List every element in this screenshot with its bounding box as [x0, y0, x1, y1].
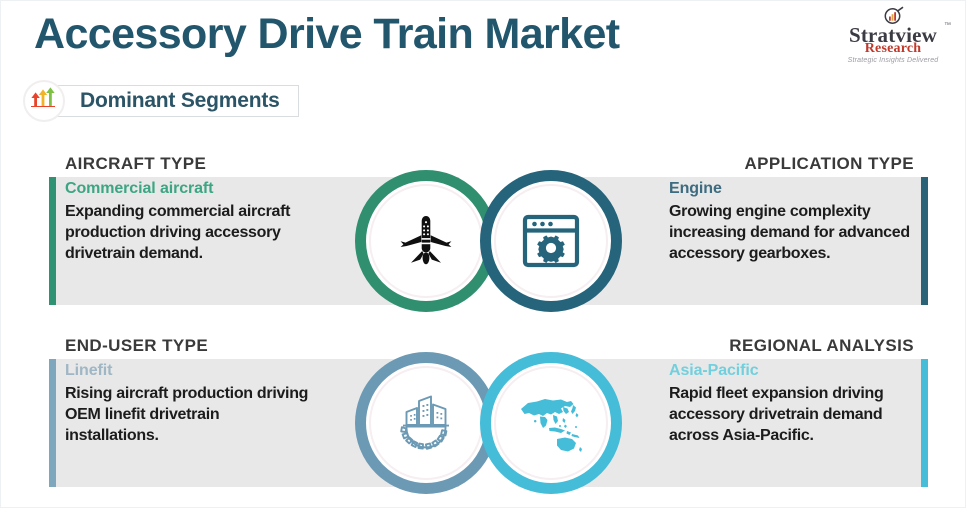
growth-arrows-icon — [30, 87, 58, 112]
segment-icon-inner — [369, 184, 483, 298]
segment-description: Growing engine complexity increasing dem… — [669, 203, 910, 263]
segment-card-regional-analysis[interactable]: REGIONAL ANALYSIS Asia-Pacific Rapid fle… — [480, 336, 941, 494]
segment-icon-wrap — [480, 170, 622, 312]
badge-icon-circle — [23, 80, 65, 122]
segment-icon-wrap — [355, 352, 497, 494]
segment-text: Engine Growing engine complexity increas… — [669, 180, 914, 264]
factory-gear-icon — [393, 392, 459, 454]
segment-icon-inner — [494, 184, 608, 298]
segment-subtitle: Linefit — [65, 362, 113, 379]
logo-subname: Research — [864, 41, 922, 56]
page-title: Accessory Drive Train Market — [34, 10, 620, 58]
segment-text: Commercial aircraft Expanding commercial… — [65, 180, 310, 264]
dominant-segments-badge: Dominant Segments — [23, 80, 299, 122]
segments-grid: AIRCRAFT TYPE Commercial aircraft Expand… — [1, 146, 966, 496]
badge-box: Dominant Segments — [55, 85, 299, 117]
segment-text: Linefit Rising aircraft production drivi… — [65, 362, 310, 446]
logo-name: Stratview — [848, 23, 938, 47]
browser-gear-icon — [521, 213, 581, 269]
logo-trademark: ™ — [944, 22, 951, 29]
segment-heading: END-USER TYPE — [65, 336, 209, 355]
segment-card-aircraft-type[interactable]: AIRCRAFT TYPE Commercial aircraft Expand… — [36, 154, 497, 312]
magnifier-bar-chart-icon — [883, 6, 905, 28]
segment-subtitle: Asia-Pacific — [669, 362, 759, 379]
segment-description: Rapid fleet expansion driving accessory … — [669, 385, 884, 445]
segment-subtitle: Commercial aircraft — [65, 180, 214, 197]
brand-logo: Stratview ™ Research Strategic Insights … — [829, 5, 957, 67]
segment-heading: REGIONAL ANALYSIS — [729, 336, 914, 355]
segment-subtitle: Engine — [669, 180, 722, 197]
segment-card-application-type[interactable]: APPLICATION TYPE Engine Growing engine c… — [480, 154, 941, 312]
segment-accent-bar — [49, 359, 56, 487]
logo-tagline: Strategic Insights Delivered — [847, 57, 939, 64]
segment-card-end-user-type[interactable]: END-USER TYPE Linefit Rising aircraft pr… — [36, 336, 497, 494]
segment-icon-inner — [494, 366, 608, 480]
header: Accessory Drive Train Market Stratview ™… — [1, 1, 966, 79]
badge-label: Dominant Segments — [80, 89, 280, 112]
segment-text: Asia-Pacific Rapid fleet expansion drivi… — [669, 362, 914, 446]
segment-description: Rising aircraft production driving OEM l… — [65, 385, 309, 445]
airplane-icon — [395, 210, 457, 272]
segment-accent-bar — [921, 359, 928, 487]
segment-accent-bar — [921, 177, 928, 305]
segment-icon-wrap — [480, 352, 622, 494]
segment-heading: APPLICATION TYPE — [744, 154, 914, 173]
segment-heading: AIRCRAFT TYPE — [65, 154, 207, 173]
segment-description: Expanding commercial aircraft production… — [65, 203, 291, 263]
segment-icon-wrap — [355, 170, 497, 312]
segment-icon-inner — [369, 366, 483, 480]
segment-accent-bar — [49, 177, 56, 305]
asia-pacific-map-icon — [515, 390, 587, 456]
